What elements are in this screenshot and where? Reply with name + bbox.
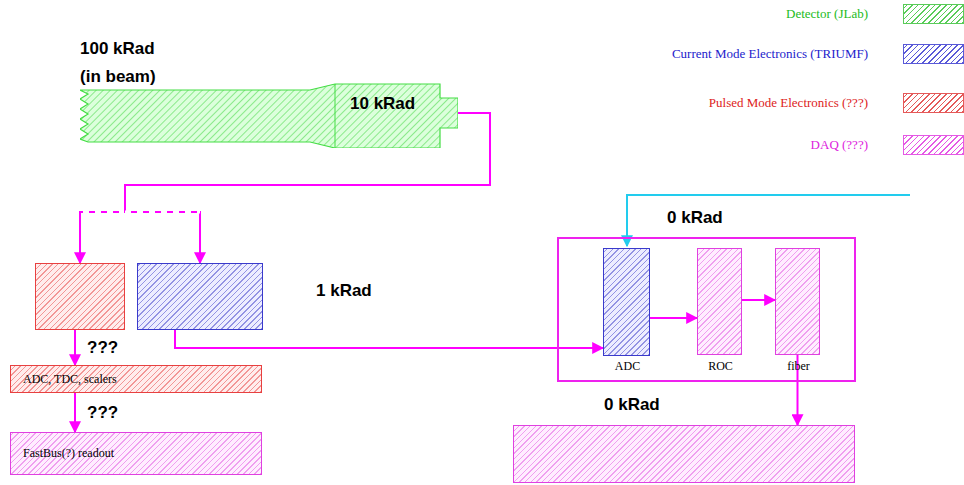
adc-module: ADC [603,248,650,356]
digitizer-box: ADC, TDC, scalers [10,365,262,393]
node-text: ADC, TDC, scalers [23,372,117,387]
current-mode-box: 1 kRad [137,263,263,330]
signal-connector [175,330,603,348]
readout-box: FastBus(?) readout [10,432,262,475]
node-text: FastBus(?) readout [23,446,114,461]
legend-text: Pulsed Mode Electronics (???) [709,94,868,112]
legend-swatch [903,4,964,24]
roc-module: ROC [697,248,742,355]
node-text: 0 kRad [667,207,723,229]
signal-connector [650,317,697,319]
detector: 100 kRad (in beam) 10 kRad [80,35,458,148]
dash-gap [125,211,200,214]
legend-swatch [903,93,964,113]
signal-connector [74,330,76,365]
node-text: 0 kRad [604,394,660,416]
edge-label: ??? [85,337,120,359]
node-text: ROC [686,359,755,374]
legend-swatch [903,44,964,64]
node-text: 1 kRad [316,280,372,302]
crate-frame: 0 kRadADCROCfiber [557,237,856,382]
pulsed-mode-box [35,263,125,330]
legend-text: Current Mode Electronics (TRIUMF) [672,45,868,63]
legend-text: DAQ (???) [811,136,868,154]
node-text: ADC [592,359,663,374]
signal-connector [74,393,76,432]
legend-text: Detector (JLab) [786,5,868,23]
fiber-module: fiber [775,248,820,355]
node-text: 10 kRad [350,93,415,115]
dash-gap [80,211,125,214]
legend-swatch [903,135,964,155]
signal-connector [742,299,775,301]
node-text: 100 kRad (in beam) [80,35,175,91]
node-text: fiber [764,359,833,374]
edge-label: ??? [85,402,120,424]
daq-box: 0 kRad [513,425,855,483]
